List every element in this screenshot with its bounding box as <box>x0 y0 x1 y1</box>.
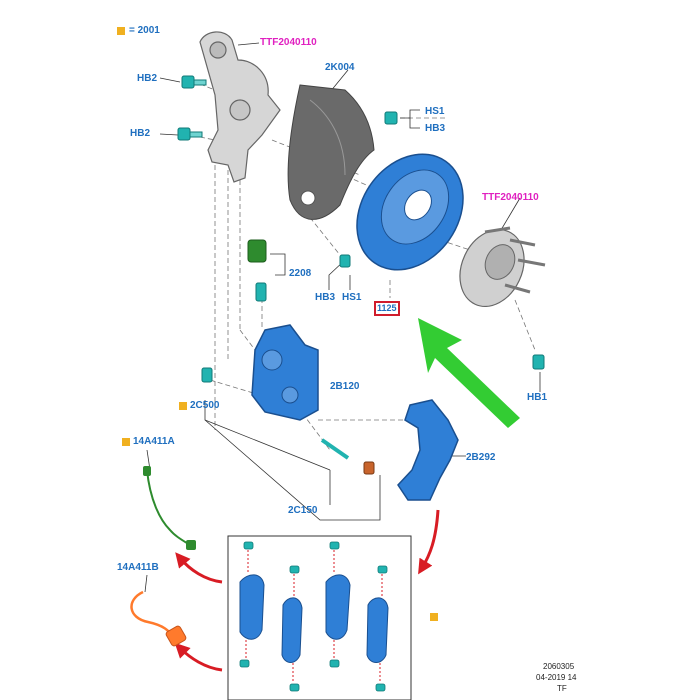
dust-shield <box>287 84 375 220</box>
footer-date: 04-2019 14 <box>536 673 577 682</box>
c500-square <box>179 402 187 410</box>
ttf-knuckle-label: TTF2040110 <box>260 37 317 48</box>
hb3-upper-label: HB3 <box>425 123 446 134</box>
sensor-b-label: 14A411B <box>117 562 159 573</box>
wear-sensor-b <box>130 590 187 647</box>
wheel-hub <box>459 226 546 308</box>
hs1-lower-label: HS1 <box>342 292 362 303</box>
bolt-2c500 <box>201 367 213 383</box>
footer-suffix: TF <box>557 684 567 693</box>
brake-pads-box <box>227 535 412 700</box>
bracket-label: 2B292 <box>466 452 496 463</box>
pads-square <box>430 613 438 621</box>
caliper-bracket <box>397 399 459 501</box>
ttf-hub-label: TTF2040110 <box>482 192 539 203</box>
sensor-a-square <box>122 438 130 446</box>
pin-kit-label: 2C150 <box>288 505 318 516</box>
hb3-lower-label: HB3 <box>315 292 336 303</box>
legend-square <box>117 27 125 35</box>
caliper-label: 2B120 <box>330 381 360 392</box>
bolt-hb3-shield <box>339 254 351 268</box>
sensor-2208 <box>247 239 267 302</box>
sensor-2208-label: 2208 <box>289 268 312 279</box>
bolt-hs1-shield <box>384 111 398 125</box>
red-arrows <box>174 509 440 672</box>
shield-label: 2K004 <box>325 62 355 73</box>
hb2-lower-label: HB2 <box>130 128 151 139</box>
hs1-upper-label: HS1 <box>425 106 445 117</box>
hb2-upper-label: HB2 <box>137 73 158 84</box>
brake-disc <box>356 153 464 271</box>
wear-sensor-a <box>143 466 196 550</box>
steering-knuckle <box>199 31 281 183</box>
bolt-hb1-hub <box>532 354 545 370</box>
brake-caliper <box>251 324 319 421</box>
bolt-hb2-lower <box>177 127 203 141</box>
footer-code: 2060305 <box>543 662 575 671</box>
c500-label: 2C500 <box>190 400 220 411</box>
guide-pin-kit <box>320 438 375 475</box>
disc-part-label: 1125 <box>374 301 400 316</box>
sensor-a-label: 14A411A <box>133 436 175 447</box>
leader-lines <box>144 42 541 593</box>
highlight-arrow <box>418 318 520 428</box>
bolt-hb2-upper <box>181 75 207 89</box>
legend-label: = 2001 <box>129 25 160 36</box>
hb1-label: HB1 <box>527 392 548 403</box>
